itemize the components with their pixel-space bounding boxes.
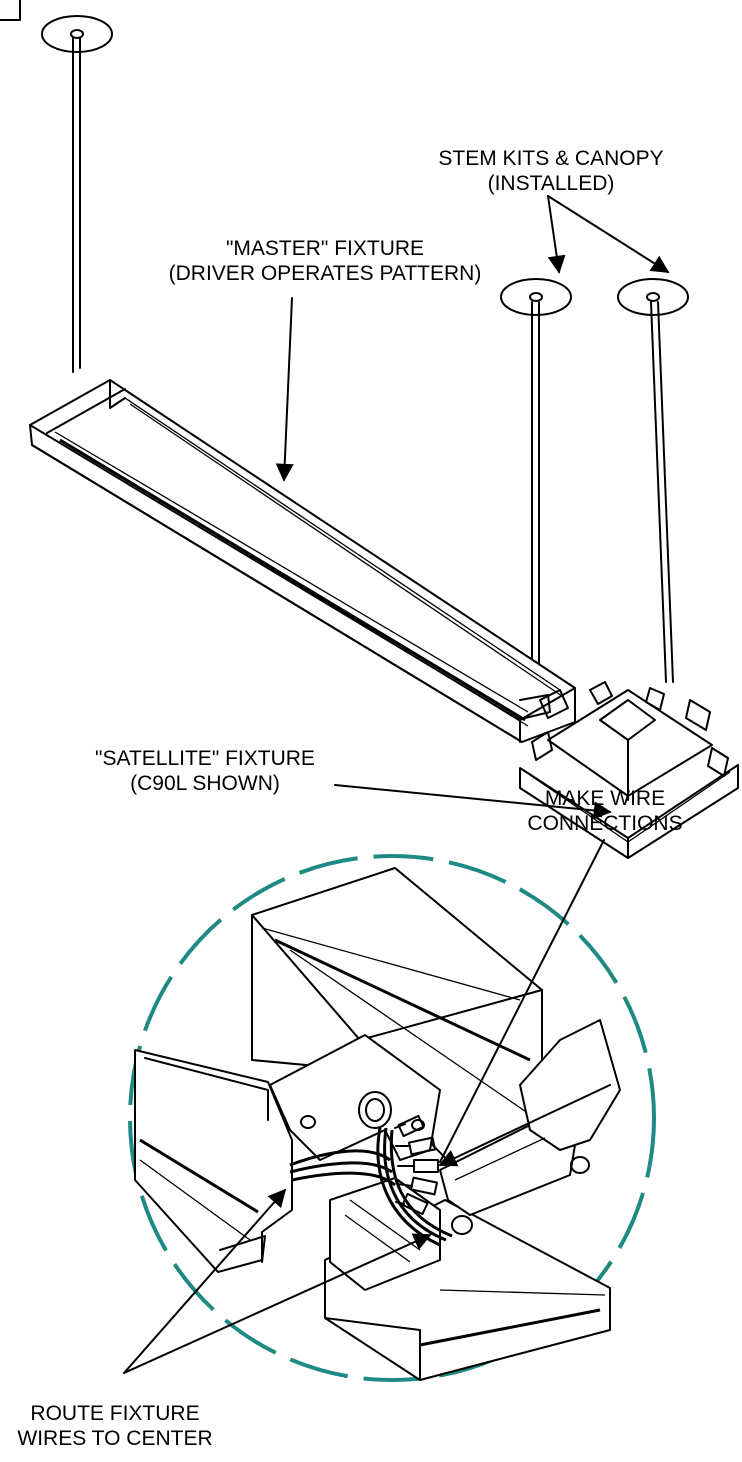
right-stem xyxy=(650,301,674,683)
stem-kits-leader-2 xyxy=(547,195,670,273)
stem-kits-line-1: STEM KITS & CANOPY xyxy=(438,147,664,170)
master-fixture-callout: "MASTER" FIXTURE (DRIVER OPERATES PATTER… xyxy=(160,236,490,286)
satellite-fixture-line-1: "SATELLITE" FIXTURE xyxy=(95,747,315,770)
master-fixture xyxy=(29,379,576,743)
stem-kits-callout: STEM KITS & CANOPY (INSTALLED) xyxy=(431,146,671,196)
route-wires-line-2: WIRES TO CENTER xyxy=(17,1427,213,1450)
left-stem xyxy=(72,37,81,373)
make-wire-callout-leader xyxy=(439,839,605,1163)
make-wire-leader xyxy=(438,1084,611,1167)
make-wire-callout: MAKE WIRE CONNECTIONS xyxy=(505,786,705,836)
satellite-leader xyxy=(334,784,612,820)
right-canopy xyxy=(617,278,689,316)
satellite-fixture xyxy=(519,681,739,859)
master-fixture-line-2: (DRIVER OPERATES PATTERN) xyxy=(168,262,482,285)
route-wires-line-1: ROUTE FIXTURE xyxy=(30,1402,200,1425)
make-wire-line-1: MAKE WIRE xyxy=(544,787,666,810)
satellite-fixture-line-2: (C90L SHOWN) xyxy=(130,772,280,795)
frame-corner xyxy=(0,0,21,21)
route-wires-leader-2 xyxy=(123,1233,432,1374)
detail-view-circle xyxy=(128,854,656,1382)
master-leader xyxy=(275,297,294,482)
middle-canopy xyxy=(500,278,572,316)
stem-kits-line-2: (INSTALLED) xyxy=(487,172,615,195)
middle-stem xyxy=(531,301,540,686)
master-fixture-line-1: "MASTER" FIXTURE xyxy=(225,237,425,260)
stem-kits-leader-1 xyxy=(547,195,566,274)
route-wires-callout: ROUTE FIXTURE WIRES TO CENTER xyxy=(0,1401,230,1451)
route-wires-leader-1 xyxy=(123,1188,287,1374)
satellite-fixture-callout: "SATELLITE" FIXTURE (C90L SHOWN) xyxy=(90,746,320,796)
detail-view xyxy=(134,867,621,1381)
make-wire-line-2: CONNECTIONS xyxy=(527,812,683,835)
left-canopy xyxy=(41,15,113,53)
